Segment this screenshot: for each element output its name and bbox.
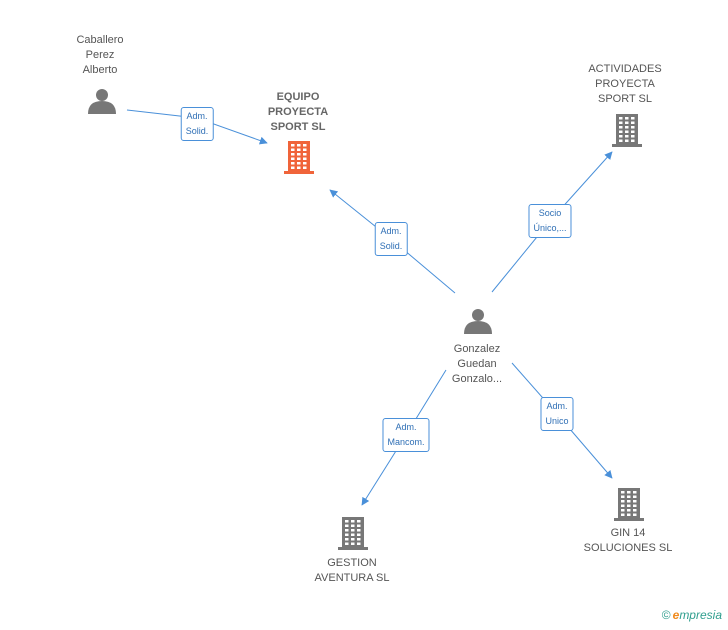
edge-label-caballero-equipo[interactable]: Adm.Solid. <box>180 107 214 141</box>
edge-label-gonzalez-gestion[interactable]: Adm.Mancom. <box>382 418 430 452</box>
brand-name: mpresia <box>679 608 722 622</box>
caballero-person-icon[interactable] <box>88 89 116 114</box>
empresia-logo[interactable]: ©empresia <box>662 608 722 622</box>
actividades-building-icon[interactable] <box>612 114 642 147</box>
copyright-mark: © <box>661 608 671 622</box>
brand-initial: e <box>672 608 680 622</box>
equipo-building-icon[interactable] <box>284 141 314 174</box>
gestion-building-icon[interactable] <box>338 517 368 550</box>
gonzalez-person-icon[interactable] <box>464 309 492 334</box>
gin14-building-icon[interactable] <box>614 488 644 521</box>
edge-label-gonzalez-equipo[interactable]: Adm.Solid. <box>374 222 408 256</box>
edge-label-gonzalez-gin14[interactable]: Adm.Unico <box>540 397 574 431</box>
